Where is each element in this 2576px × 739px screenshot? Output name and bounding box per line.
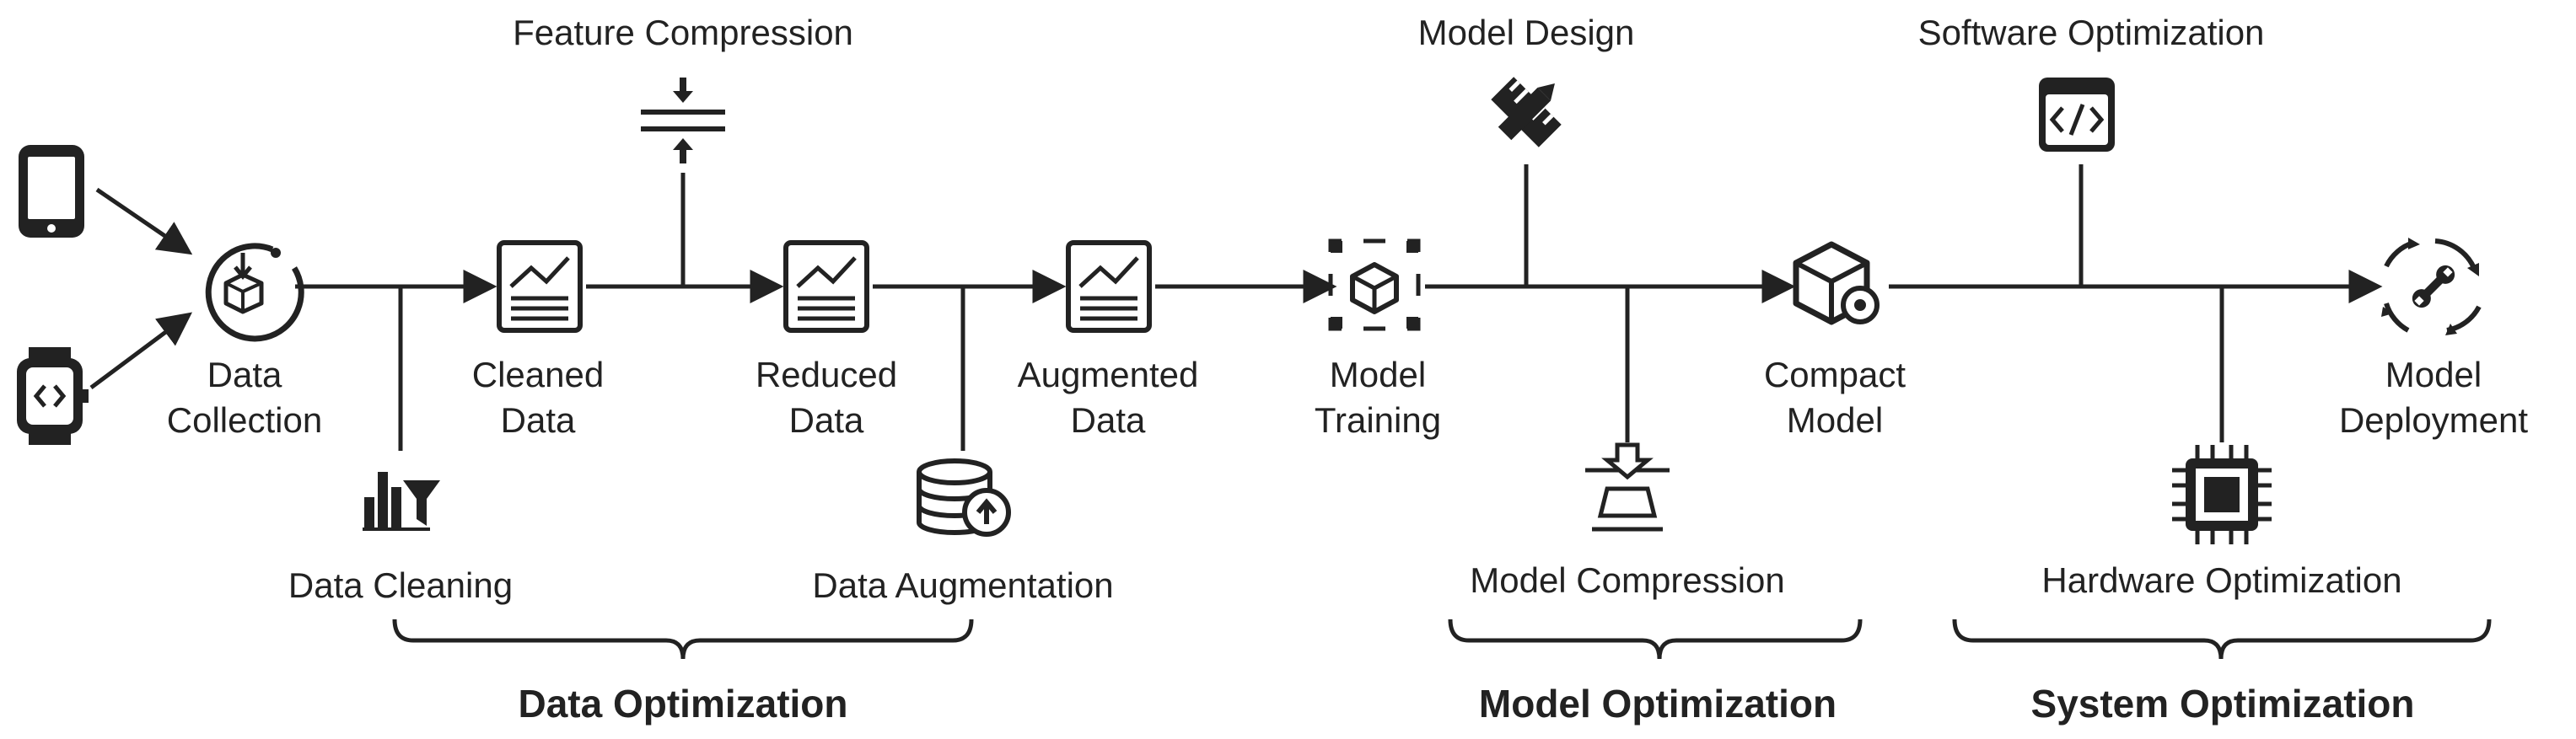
wrench-cycle-icon bbox=[2381, 238, 2482, 335]
filter-chart-icon bbox=[363, 472, 440, 531]
group-system-optimization: System Optimization bbox=[2030, 682, 2415, 726]
model-optimization-brace bbox=[1448, 619, 1863, 660]
node-compact-model: Compact Model bbox=[1708, 352, 1961, 443]
technique-data-cleaning: Data Cleaning bbox=[288, 565, 514, 605]
press-compress-icon bbox=[1585, 442, 1670, 532]
smartwatch-icon bbox=[17, 347, 89, 445]
node-augmented-data: Augmented Data bbox=[981, 352, 1234, 443]
node-label-line: Model bbox=[1329, 355, 1427, 394]
database-upload-icon bbox=[917, 458, 1011, 537]
node-model-training: Model Training bbox=[1251, 352, 1504, 443]
data-optimization-brace bbox=[392, 619, 974, 660]
technique-model-compression: Model Compression bbox=[1470, 560, 1785, 600]
cube-training-icon bbox=[1328, 238, 1421, 331]
compress-arrows-icon bbox=[641, 78, 725, 163]
technique-hardware-optimization: Hardware Optimization bbox=[2041, 560, 2402, 600]
technique-feature-compression: Feature Compression bbox=[513, 13, 853, 52]
technique-model-design: Model Design bbox=[1417, 13, 1635, 52]
watch-arrow bbox=[89, 312, 193, 390]
chart-document-icon bbox=[783, 240, 869, 333]
node-label-line: Compact bbox=[1763, 355, 1906, 394]
code-window-icon bbox=[2039, 78, 2115, 152]
node-label-line: Data bbox=[207, 355, 282, 394]
group-braces bbox=[392, 619, 2492, 660]
node-label-line: Model bbox=[1786, 400, 1884, 440]
phone-arrow bbox=[95, 187, 193, 255]
node-model-deployment: Model Deployment bbox=[2307, 352, 2560, 443]
technique-data-augmentation: Data Augmentation bbox=[812, 565, 1114, 605]
node-label-line: Reduced bbox=[755, 355, 898, 394]
smartphone-icon bbox=[19, 145, 84, 238]
node-label-line: Data bbox=[788, 400, 864, 440]
node-cleaned-data: Cleaned Data bbox=[411, 352, 664, 443]
system-optimization-brace bbox=[1952, 619, 2492, 660]
group-data-optimization: Data Optimization bbox=[518, 682, 848, 726]
node-data-collection: Data Collection bbox=[118, 352, 371, 443]
chip-icon bbox=[2172, 445, 2272, 544]
flow-lines bbox=[89, 164, 2383, 451]
ruler-pencil-icon bbox=[1491, 77, 1562, 147]
chart-document-icon bbox=[497, 240, 583, 333]
cube-gear-icon bbox=[1793, 241, 1880, 325]
node-label-line: Training bbox=[1314, 400, 1442, 440]
technique-software-optimization: Software Optimization bbox=[1917, 13, 2265, 52]
node-label-line: Cleaned bbox=[471, 355, 605, 394]
node-reduced-data: Reduced Data bbox=[700, 352, 953, 443]
chart-document-icon bbox=[1066, 240, 1152, 333]
node-label-line: Data bbox=[1070, 400, 1146, 440]
node-label-line: Data bbox=[500, 400, 576, 440]
data-collection-icon bbox=[205, 243, 304, 342]
group-model-optimization: Model Optimization bbox=[1478, 682, 1837, 726]
node-label-line: Collection bbox=[166, 400, 323, 440]
node-label-line: Deployment bbox=[2338, 400, 2529, 440]
node-label-line: Model bbox=[2385, 355, 2482, 394]
node-label-line: Augmented bbox=[1017, 355, 1199, 394]
